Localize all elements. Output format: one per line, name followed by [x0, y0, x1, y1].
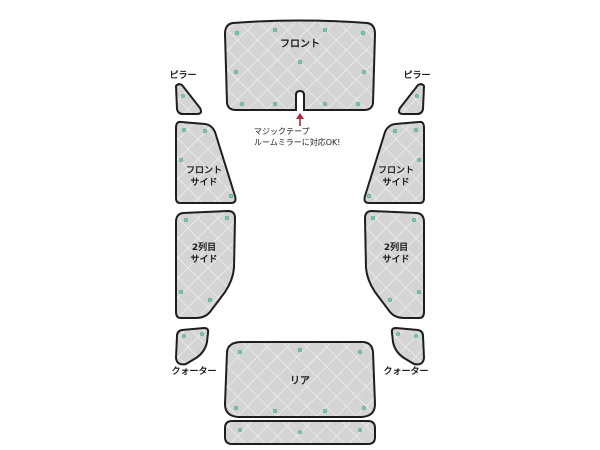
note-line-1: マジックテープ [254, 127, 310, 136]
front-side-left-label-2: サイド [190, 177, 217, 188]
note-line-2: ルームミラーに対応OK! [254, 137, 341, 147]
pillar-right-panel [398, 83, 426, 115]
rear-label: リア [290, 375, 310, 387]
row2-side-left-panel: 2列目 サイド [175, 209, 237, 319]
row2-left-label-1: 2列目 [192, 241, 216, 253]
front-panel: フロント [223, 19, 377, 111]
row2-left-label-2: サイド [190, 254, 217, 265]
front-side-left-label-1: フロント [186, 165, 222, 176]
front-side-right-panel: フロント サイド [363, 120, 425, 204]
front-side-right-label-2: サイド [382, 177, 409, 188]
quarter-right-label: クォーター [383, 365, 428, 377]
front-side-left-panel: フロント サイド [175, 120, 237, 204]
pillar-left-label: ピラー [169, 69, 196, 81]
quarter-left-label: クォーター [171, 365, 216, 377]
row2-right-label-1: 2列目 [384, 241, 408, 253]
pillar-right-label: ピラー [403, 69, 430, 81]
front-side-right-label-1: フロント [378, 165, 414, 176]
rear-panel: リア [223, 341, 377, 418]
front-label: フロント [280, 38, 320, 50]
suction-dots [178, 27, 422, 435]
mirror-note: マジックテープ ルームミラーに対応OK! [254, 113, 341, 147]
pillar-left-panel [174, 83, 202, 115]
row2-right-label-2: サイド [382, 254, 409, 265]
row2-side-right-panel: 2列目 サイド [363, 209, 425, 319]
